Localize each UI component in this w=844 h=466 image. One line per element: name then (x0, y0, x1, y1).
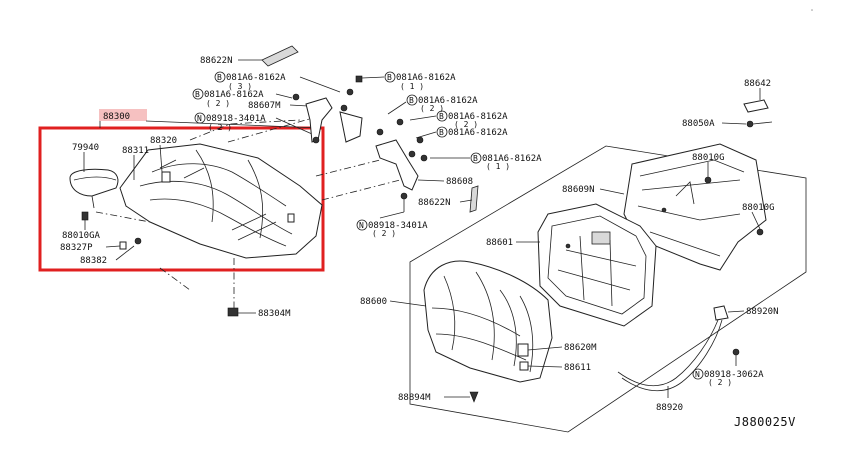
seatback-group-outline (409, 145, 807, 433)
label-88642[interactable]: 88642 (744, 79, 771, 89)
svg-text:B: B (217, 73, 222, 82)
svg-text:( 3 ): ( 3 ) (228, 82, 252, 91)
nut-callout-a[interactable]: N 08918-3401A ( 2 ) (194, 112, 313, 135)
highlight-box-88300[interactable] (38, 126, 325, 272)
clip-88327P[interactable] (119, 237, 142, 250)
label-88600[interactable]: 88600 (360, 297, 387, 307)
label-88920[interactable]: 88920 (656, 403, 683, 413)
label-88050A[interactable]: 88050A (682, 119, 715, 129)
svg-text:081A6-8162A: 081A6-8162A (448, 128, 508, 138)
label-88304M[interactable]: 88304M (258, 309, 291, 319)
svg-text:B: B (195, 90, 200, 99)
label-88010GA[interactable]: 88010GA (62, 231, 101, 241)
part-88642[interactable] (743, 99, 769, 113)
label-88620M[interactable]: 88620M (564, 343, 597, 353)
bolt-callout-a[interactable]: B 081A6-8162A ( 3 ) (214, 71, 341, 93)
clip-88304M[interactable] (227, 307, 239, 317)
pad-88622N-mid[interactable] (469, 185, 479, 213)
svg-text:N: N (359, 221, 364, 230)
label-88622N-mid[interactable]: 88622N (418, 198, 451, 208)
svg-text:081A6-8162A: 081A6-8162A (482, 154, 542, 164)
svg-text:( 1 ): ( 1 ) (486, 162, 510, 171)
label-88382[interactable]: 88382 (80, 256, 107, 266)
label-79940[interactable]: 79940 (72, 143, 99, 153)
svg-text:( 2 ): ( 2 ) (372, 229, 396, 238)
label-88300[interactable]: 88300 (103, 112, 130, 122)
seatback-88600[interactable] (423, 260, 553, 383)
bolt-callout-b[interactable]: B 081A6-8162A ( 2 ) (192, 88, 293, 108)
label-88920N[interactable]: 88920N (746, 307, 779, 317)
seat-cushion-88320[interactable] (119, 143, 323, 259)
armrest-79940[interactable] (69, 168, 119, 209)
label-88607M[interactable]: 88607M (248, 101, 281, 111)
svg-text:( 2 ): ( 2 ) (708, 378, 732, 387)
label-88611[interactable]: 88611 (564, 363, 591, 373)
svg-text:B: B (439, 112, 444, 121)
svg-text:( 2 ): ( 2 ) (454, 120, 478, 129)
svg-text:081A6-8162A: 081A6-8162A (226, 73, 286, 83)
label-88311[interactable]: 88311 (122, 146, 149, 156)
bracket-88607M[interactable] (292, 75, 363, 144)
clip-88010GA[interactable] (81, 211, 89, 230)
pad-88622N-top[interactable] (261, 45, 299, 67)
svg-text:081A6-8162A: 081A6-8162A (204, 90, 264, 100)
svg-text:B: B (439, 128, 444, 137)
label-88609N[interactable]: 88609N (562, 185, 595, 195)
bolt-callout-e[interactable]: B 081A6-8162A ( 2 ) (409, 110, 508, 129)
svg-text:08918-3401A: 08918-3401A (368, 221, 428, 231)
label-88894M[interactable]: 88894M (398, 393, 431, 403)
svg-text:N: N (197, 114, 202, 123)
svg-text:( 1 ): ( 1 ) (400, 82, 424, 91)
clip-88010G-b[interactable] (756, 228, 764, 236)
svg-text:N: N (695, 370, 700, 379)
svg-text:081A6-8162A: 081A6-8162A (448, 112, 508, 122)
label-88320[interactable]: 88320 (150, 136, 177, 146)
bracket-88608[interactable] (375, 118, 428, 191)
bolt-callout-c[interactable]: B 081A6-8162A ( 1 ) (361, 71, 456, 91)
label-88327P[interactable]: 88327P (60, 243, 93, 253)
label-88622N-top[interactable]: 88622N (200, 56, 233, 66)
svg-text:081A6-8162A: 081A6-8162A (396, 73, 456, 83)
clip-88010G-a[interactable] (704, 176, 712, 184)
diagram-code: J880025V (734, 415, 796, 429)
svg-text:( 2 ): ( 2 ) (206, 99, 230, 108)
svg-text:08918-3062A: 08918-3062A (704, 370, 764, 380)
svg-text:08918-3401A: 08918-3401A (206, 114, 266, 124)
svg-text:B: B (409, 96, 414, 105)
clip-88894M[interactable] (469, 391, 479, 403)
bolt-callout-d[interactable]: B 081A6-8162A ( 2 ) (387, 94, 478, 115)
label-88608[interactable]: 88608 (446, 177, 473, 187)
svg-text:( 2 ): ( 2 ) (208, 123, 232, 132)
seatback-frame-88601[interactable] (537, 203, 657, 327)
nut-callout-c[interactable]: N 08918-3062A ( 2 ) (692, 355, 764, 387)
svg-text:( 2 ): ( 2 ) (420, 104, 444, 113)
corner-mark (811, 9, 813, 11)
label-88010G-b[interactable]: 88010G (742, 203, 775, 213)
label-88010G-a[interactable]: 88010G (692, 153, 725, 163)
svg-text:B: B (387, 73, 392, 82)
belt-anchor-88920N[interactable] (713, 305, 729, 321)
label-bg-88300 (99, 109, 147, 121)
bolt-88050A[interactable] (746, 120, 773, 128)
bolt-callout-f[interactable]: B 081A6-8162A (415, 126, 508, 139)
svg-text:081A6-8162A: 081A6-8162A (418, 96, 478, 106)
label-88601[interactable]: 88601 (486, 238, 513, 248)
nut-callout-b[interactable]: N 08918-3401A ( 2 ) (356, 211, 428, 238)
svg-text:B: B (473, 154, 478, 163)
bolt-callout-g[interactable]: B 081A6-8162A ( 1 ) (430, 152, 542, 171)
